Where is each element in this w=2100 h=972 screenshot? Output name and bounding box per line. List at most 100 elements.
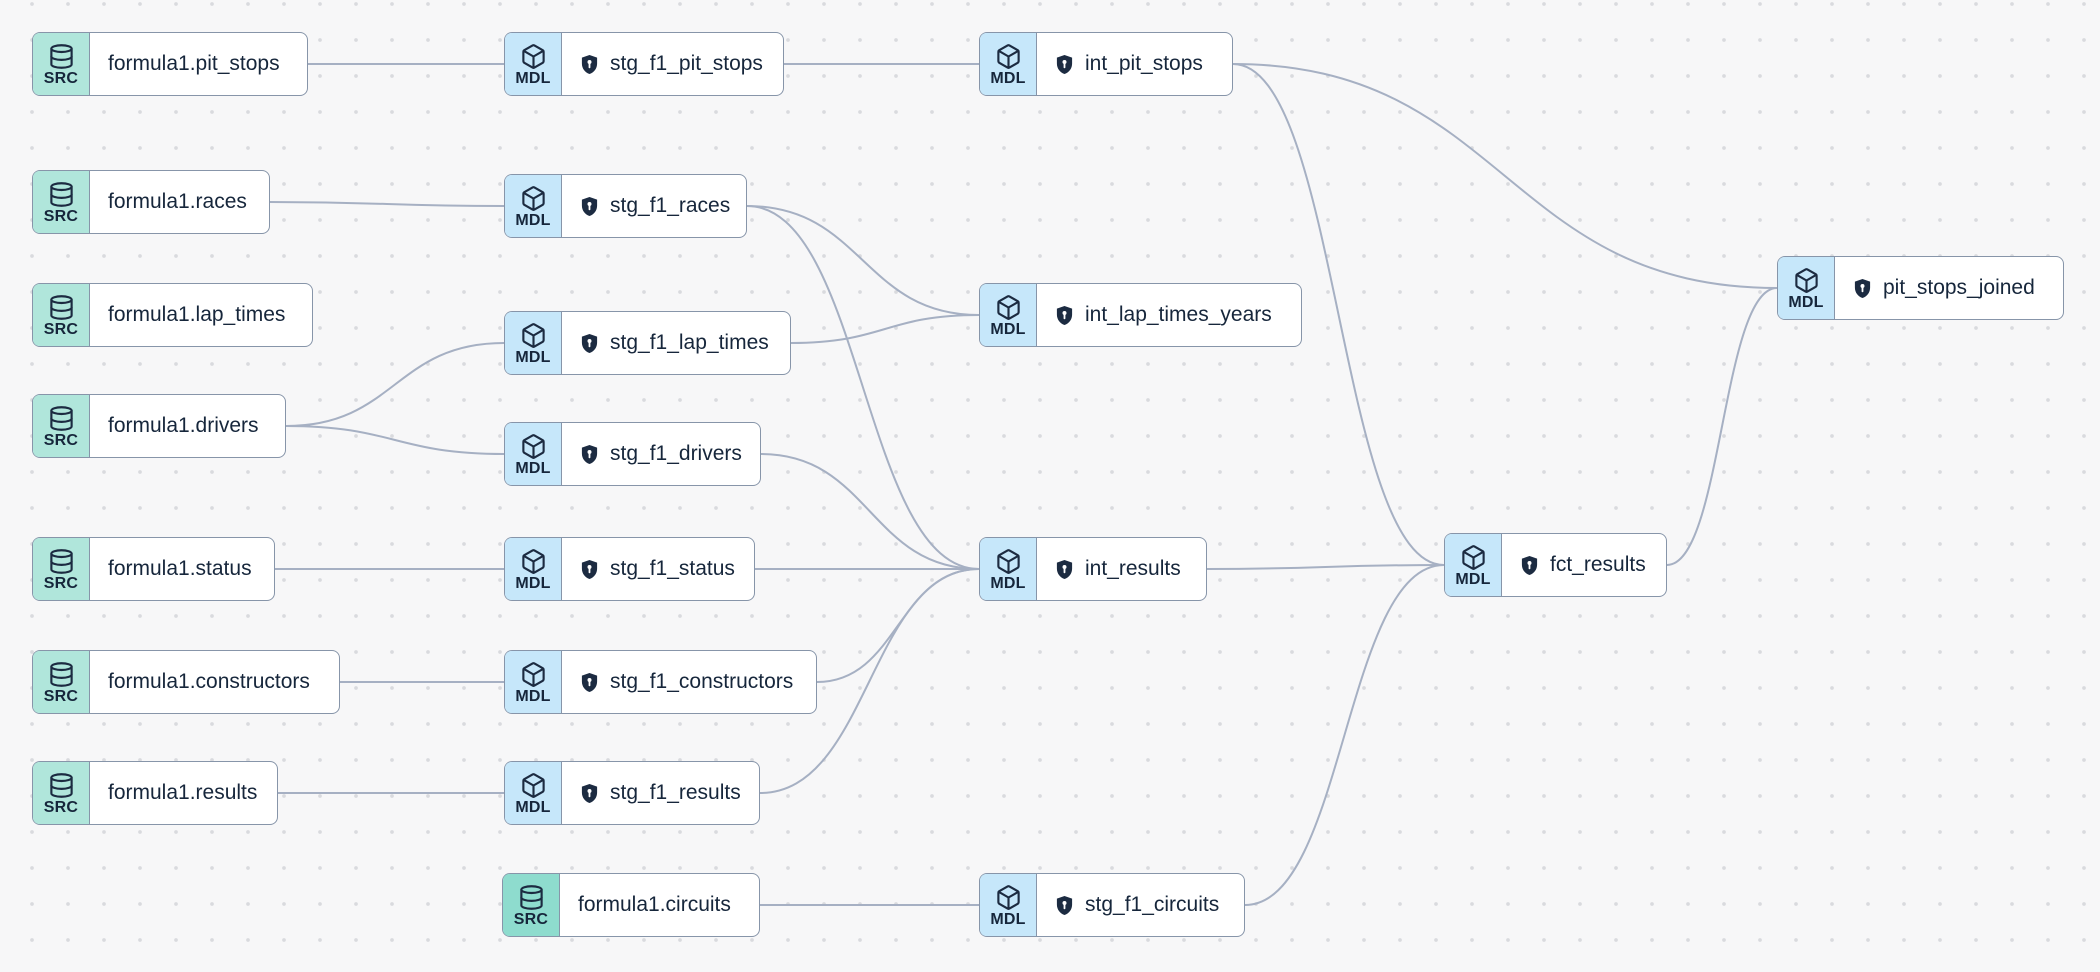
cube-icon xyxy=(521,433,545,459)
node-label-area: formula1.lap_times xyxy=(90,284,312,346)
node-label: pit_stops_joined xyxy=(1883,276,2035,299)
shield-icon xyxy=(1056,559,1073,579)
node-label-area: int_results xyxy=(1037,538,1206,600)
shield-icon xyxy=(1056,895,1073,915)
lineage-edge xyxy=(746,205,980,570)
graph-node[interactable]: SRC formula1.drivers xyxy=(32,394,286,458)
cube-icon xyxy=(996,43,1020,69)
cube-icon xyxy=(521,661,545,687)
graph-node[interactable]: SRC formula1.constructors xyxy=(32,650,340,714)
node-type-label: SRC xyxy=(513,910,549,928)
node-type-badge: SRC xyxy=(33,284,90,346)
node-type-label: MDL xyxy=(990,910,1026,928)
graph-node[interactable]: MDL int_pit_stops xyxy=(979,32,1233,96)
node-type-badge: MDL xyxy=(1778,257,1835,319)
graph-node[interactable]: SRC formula1.pit_stops xyxy=(32,32,308,96)
database-icon xyxy=(49,548,73,574)
graph-node[interactable]: SRC formula1.lap_times xyxy=(32,283,313,347)
node-label: stg_f1_results xyxy=(610,781,741,804)
node-type-label: SRC xyxy=(43,687,79,705)
graph-node[interactable]: MDL stg_f1_races xyxy=(504,174,747,238)
node-type-label: MDL xyxy=(1455,570,1491,588)
node-label-area: stg_f1_circuits xyxy=(1037,874,1244,936)
node-type-badge: MDL xyxy=(505,423,562,485)
cube-icon xyxy=(996,548,1020,574)
graph-node[interactable]: SRC formula1.circuits xyxy=(502,873,760,937)
node-label: stg_f1_circuits xyxy=(1085,893,1220,916)
graph-node[interactable]: MDL stg_f1_lap_times xyxy=(504,311,791,375)
node-type-label: SRC xyxy=(43,207,79,225)
node-label: stg_f1_races xyxy=(610,194,731,217)
lineage-edge xyxy=(760,453,980,570)
cube-icon xyxy=(1794,267,1818,293)
node-type-badge: MDL xyxy=(980,538,1037,600)
node-type-badge: SRC xyxy=(33,651,90,713)
node-type-badge: MDL xyxy=(505,312,562,374)
node-label-area: stg_f1_constructors xyxy=(562,651,816,713)
node-label-area: stg_f1_lap_times xyxy=(562,312,790,374)
shield-icon xyxy=(1056,305,1073,325)
database-icon xyxy=(49,294,73,320)
node-type-label: MDL xyxy=(990,574,1026,592)
node-label-area: stg_f1_results xyxy=(562,762,761,824)
graph-node[interactable]: MDL int_results xyxy=(979,537,1207,601)
node-label: formula1.lap_times xyxy=(108,303,286,326)
node-label: stg_f1_drivers xyxy=(610,442,742,465)
graph-node[interactable]: MDL stg_f1_results xyxy=(504,761,760,825)
node-label-area: formula1.results xyxy=(90,762,277,824)
graph-node[interactable]: MDL fct_results xyxy=(1444,533,1667,597)
node-label-area: fct_results xyxy=(1502,534,1666,596)
node-type-label: MDL xyxy=(515,348,551,366)
node-label: formula1.results xyxy=(108,781,258,804)
lineage-edge xyxy=(790,314,980,344)
node-label-area: formula1.races xyxy=(90,171,269,233)
cube-icon xyxy=(996,294,1020,320)
graph-node[interactable]: SRC formula1.races xyxy=(32,170,270,234)
node-label-area: stg_f1_drivers xyxy=(562,423,762,485)
cube-icon xyxy=(996,884,1020,910)
node-label-area: stg_f1_races xyxy=(562,175,750,237)
node-type-badge: SRC xyxy=(33,538,90,600)
cube-icon xyxy=(1461,544,1485,570)
node-label-area: int_pit_stops xyxy=(1037,33,1232,95)
node-type-label: SRC xyxy=(43,69,79,87)
shield-icon xyxy=(581,196,598,216)
graph-node[interactable]: MDL stg_f1_circuits xyxy=(979,873,1245,937)
graph-node[interactable]: MDL stg_f1_pit_stops xyxy=(504,32,784,96)
node-label: formula1.constructors xyxy=(108,670,310,693)
database-icon xyxy=(49,181,73,207)
node-type-label: SRC xyxy=(43,431,79,449)
cube-icon xyxy=(521,772,545,798)
node-label-area: formula1.drivers xyxy=(90,395,285,457)
node-type-label: SRC xyxy=(43,798,79,816)
graph-node[interactable]: MDL stg_f1_status xyxy=(504,537,755,601)
cube-icon xyxy=(521,185,545,211)
node-label: formula1.status xyxy=(108,557,252,580)
node-label: formula1.races xyxy=(108,190,247,213)
lineage-edge xyxy=(746,205,980,316)
node-label: stg_f1_lap_times xyxy=(610,331,769,354)
database-icon xyxy=(49,772,73,798)
node-label-area: formula1.circuits xyxy=(560,874,759,936)
node-label: formula1.drivers xyxy=(108,414,259,437)
node-label: formula1.circuits xyxy=(578,893,731,916)
shield-icon xyxy=(581,333,598,353)
graph-node[interactable]: MDL pit_stops_joined xyxy=(1777,256,2064,320)
node-type-label: SRC xyxy=(43,574,79,592)
database-icon xyxy=(519,884,543,910)
graph-node[interactable]: MDL int_lap_times_years xyxy=(979,283,1302,347)
node-label: int_lap_times_years xyxy=(1085,303,1272,326)
graph-node[interactable]: SRC formula1.results xyxy=(32,761,278,825)
node-type-label: MDL xyxy=(515,574,551,592)
shield-icon xyxy=(581,672,598,692)
node-type-badge: SRC xyxy=(33,171,90,233)
node-label-area: formula1.pit_stops xyxy=(90,33,307,95)
graph-node[interactable]: SRC formula1.status xyxy=(32,537,275,601)
shield-icon xyxy=(581,444,598,464)
node-type-badge: MDL xyxy=(980,33,1037,95)
graph-node[interactable]: MDL stg_f1_drivers xyxy=(504,422,761,486)
graph-node[interactable]: MDL stg_f1_constructors xyxy=(504,650,817,714)
node-label-area: stg_f1_pit_stops xyxy=(562,33,783,95)
node-type-badge: MDL xyxy=(505,33,562,95)
